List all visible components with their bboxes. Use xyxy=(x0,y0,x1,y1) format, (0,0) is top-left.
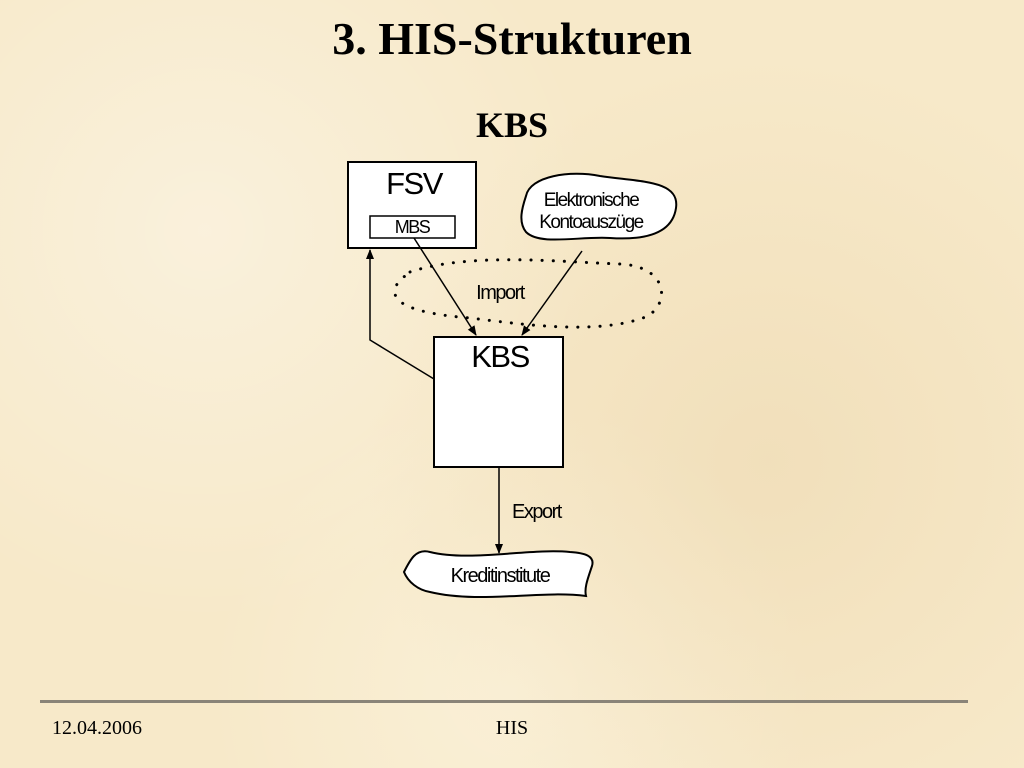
footer-center-label: HIS xyxy=(495,717,529,739)
export-label: Export xyxy=(512,501,563,523)
kbs-box: KBS xyxy=(433,336,564,468)
arrow-statements-to-kbs xyxy=(521,250,583,336)
footer-divider xyxy=(40,700,968,703)
fsv-label: FSV xyxy=(386,166,444,201)
credit-institutions-banner: Kreditinstitute xyxy=(402,550,594,599)
slide-title: 3. HIS-Strukturen xyxy=(332,13,692,64)
kbs-label: KBS xyxy=(471,339,529,374)
mbs-box xyxy=(369,215,456,239)
statements-label-line1: Elektronische xyxy=(544,190,639,211)
footer-date: 12.04.2006 xyxy=(52,717,142,739)
arrow-mbs-to-kbs xyxy=(413,237,477,336)
arrow-kbs-to-fsv xyxy=(366,249,435,380)
banks-label: Kreditinstitute xyxy=(451,565,551,587)
statements-label-line2: Kontoauszüge xyxy=(539,212,643,233)
import-label: Import xyxy=(476,282,526,304)
slide-subtitle: KBS xyxy=(475,105,549,145)
fsv-box: FSV MBS xyxy=(347,161,477,249)
electronic-statements-shape: Elektronische Kontoauszüge xyxy=(520,172,678,241)
mbs-label: MBS xyxy=(395,217,431,237)
kbs-structure-diagram: Import FSV MBS Elektronische Kontoauszüg… xyxy=(347,161,678,599)
